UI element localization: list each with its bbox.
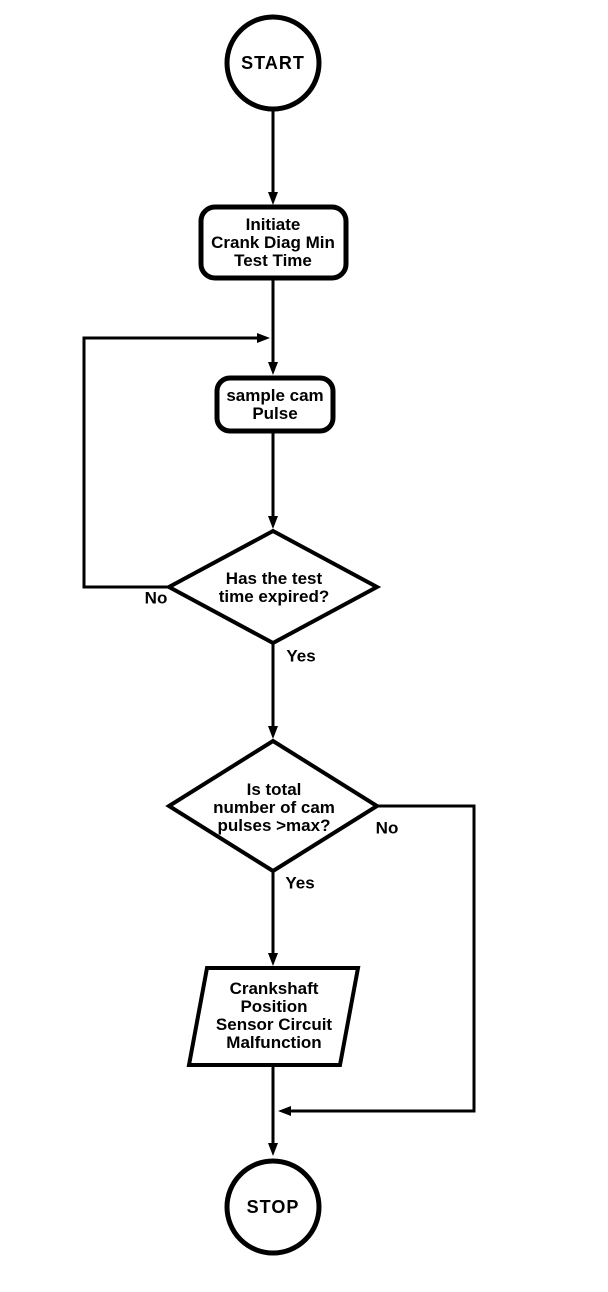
connector-no-loopback <box>82 336 257 589</box>
stop-label: STOP <box>246 1197 300 1217</box>
arrowhead-into-output <box>268 953 278 966</box>
start-label: START <box>241 53 305 73</box>
connector-no-bypass <box>291 804 476 1113</box>
pulse-count-decision-diamond <box>165 738 381 874</box>
pulse-count-decision-label: Is total number of cam pulses >max? <box>213 780 335 835</box>
pulse-count-no-label: No <box>375 818 399 838</box>
test-time-decision-label: Has the test time expired? <box>218 569 330 606</box>
arrowhead-into-decision1 <box>268 516 278 529</box>
test-time-yes-label: Yes <box>286 646 316 666</box>
sample-box-label: sample cam Pulse <box>226 386 324 423</box>
arrowhead-loopback-join <box>257 333 270 343</box>
arrowhead-into-decision2 <box>268 726 278 739</box>
sample-process-box <box>214 375 336 434</box>
init-process-box <box>198 204 349 281</box>
start-terminal-circle <box>224 14 322 112</box>
pulse-count-yes-label: Yes <box>285 873 315 893</box>
test-time-no-label: No <box>144 588 168 608</box>
test-time-decision-diamond <box>164 528 382 646</box>
arrowhead-into-init-box <box>268 192 278 205</box>
init-box-label: Initiate Crank Diag Min Test Time <box>211 215 335 270</box>
malfunction-output-parallelogram <box>186 966 361 1067</box>
stop-terminal-circle <box>224 1158 322 1256</box>
arrowhead-bypass-join <box>278 1106 291 1116</box>
arrowhead-into-sample-box <box>268 362 278 375</box>
malfunction-output-label: Crankshaft Position Sensor Circuit Malfu… <box>215 979 333 1052</box>
arrowhead-into-stop <box>268 1143 278 1156</box>
